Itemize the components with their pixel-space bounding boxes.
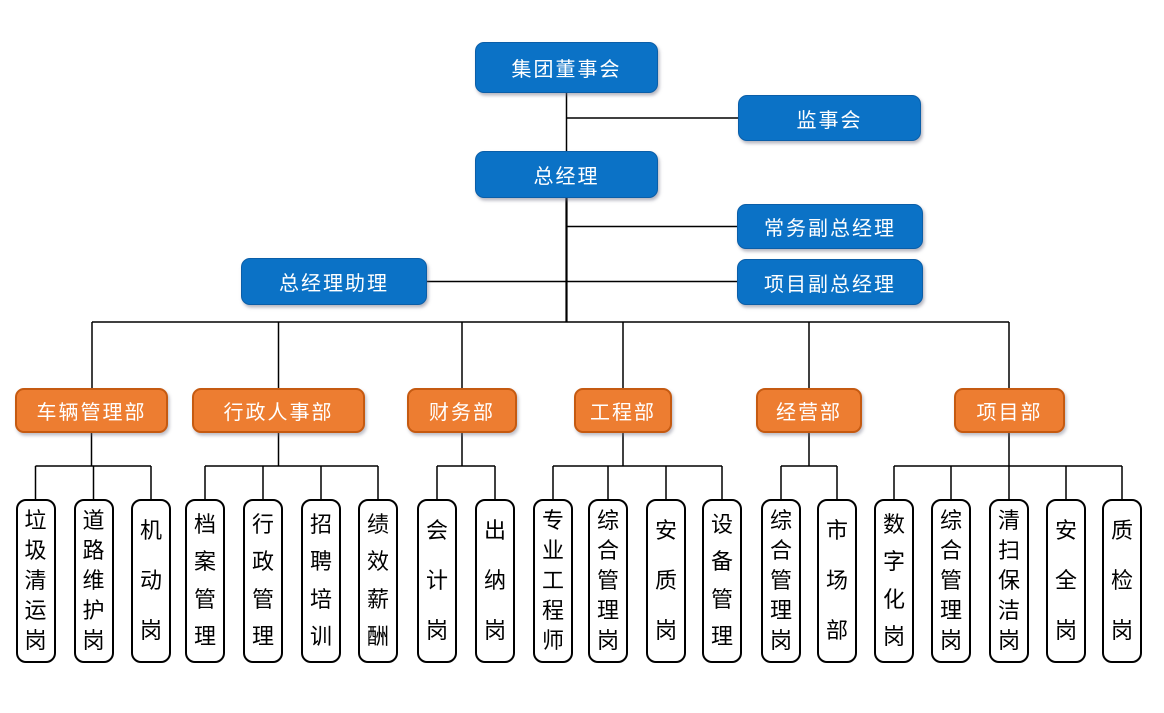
node-general-manager: 总经理: [475, 151, 658, 198]
dept-vehicle-management: 车辆管理部: [15, 388, 168, 433]
position-box: 出纳岗: [475, 499, 515, 663]
position-box: 安全岗: [1046, 499, 1086, 663]
dept-admin-hr: 行政人事部: [192, 388, 365, 433]
dept-project: 项目部: [954, 388, 1065, 433]
node-board-of-directors: 集团董事会: [475, 42, 658, 93]
position-box: 道路维护岗: [73, 499, 114, 663]
position-box: 综合管理岗: [588, 499, 628, 663]
position-box: 行政管理: [243, 499, 283, 663]
position-box: 数字化岗: [874, 499, 914, 663]
node-gm-assistant: 总经理助理: [241, 258, 427, 305]
node-project-deputy-gm: 项目副总经理: [737, 259, 923, 305]
position-box: 垃圾清运岗: [15, 499, 56, 663]
position-box: 绩效薪酬: [358, 499, 398, 663]
position-box: 设备管理: [702, 499, 742, 663]
position-box: 清扫保洁岗: [989, 499, 1029, 663]
dept-operations: 经营部: [756, 388, 862, 433]
dept-finance: 财务部: [407, 388, 517, 433]
node-executive-deputy-gm: 常务副总经理: [737, 204, 923, 249]
position-box: 综合管理岗: [761, 499, 801, 663]
dept-engineering: 工程部: [574, 388, 672, 433]
position-box: 质检岗: [1102, 499, 1142, 663]
position-box: 安质岗: [646, 499, 686, 663]
position-box: 市场部: [817, 499, 857, 663]
node-supervisory-board: 监事会: [738, 95, 921, 141]
position-box: 专业工程师: [533, 499, 573, 663]
position-box: 会计岗: [417, 499, 457, 663]
position-box: 招聘培训: [301, 499, 341, 663]
position-box: 档案管理: [185, 499, 225, 663]
position-box: 机动岗: [131, 499, 171, 663]
position-box: 综合管理岗: [931, 499, 971, 663]
